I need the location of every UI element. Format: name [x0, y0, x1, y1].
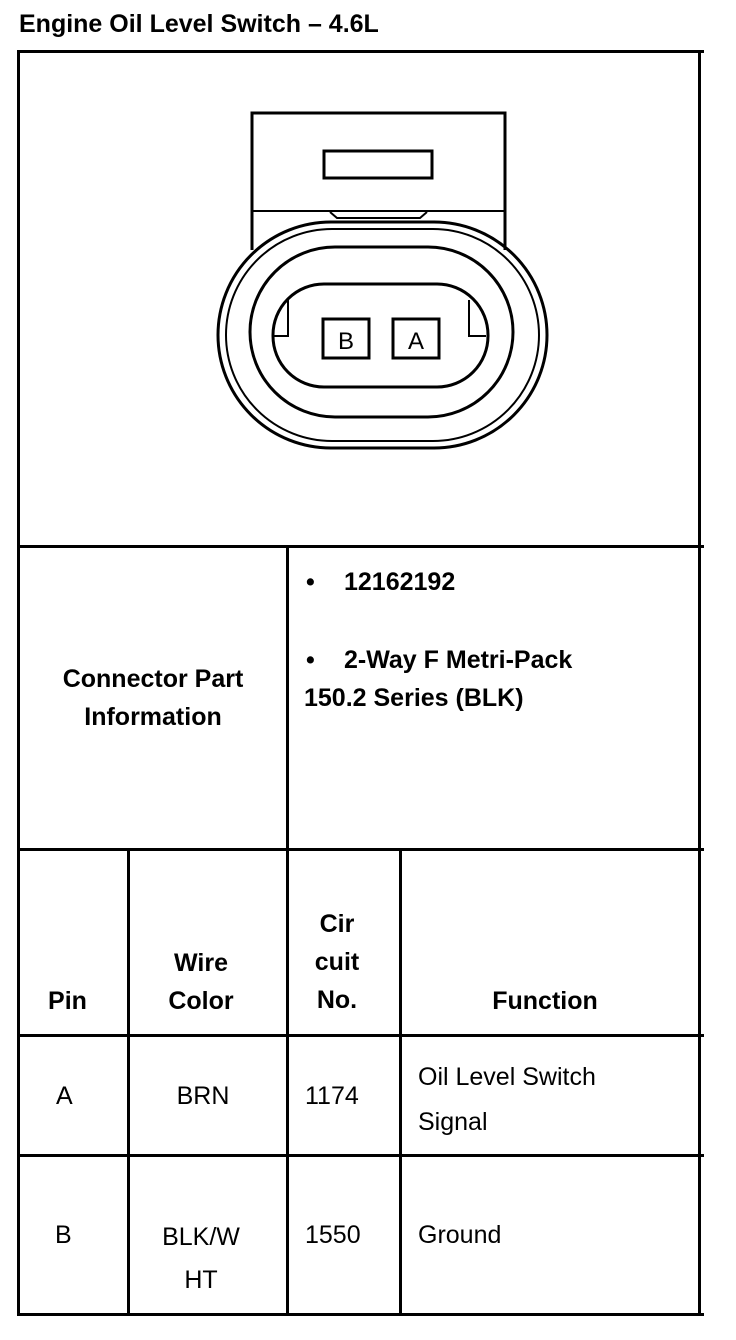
header-circuit: Cir cuit No.: [289, 905, 385, 1019]
row-a-function-line2: Signal: [418, 1108, 488, 1136]
part-description-line1: 2-Way F Metri-Pack: [344, 646, 573, 674]
part-number-bullet: •: [306, 568, 315, 596]
divider-col-pin: [127, 848, 130, 1316]
row-a-pin: A: [56, 1082, 73, 1110]
connector-key-left: [274, 300, 289, 337]
divider-below-drawing: [17, 545, 704, 548]
divider-col-wire: [286, 848, 289, 1316]
header-circuit-line2: cuit: [314, 948, 360, 976]
row-b-function: Ground: [418, 1221, 502, 1249]
row-a-wire-color: BRN: [176, 1082, 230, 1110]
row-b-wire-color-line1: BLK/W: [162, 1223, 240, 1251]
connector-key-right: [468, 300, 486, 337]
row-a-function: Oil Level Switch Signal: [418, 1055, 596, 1145]
pin-b-box: [321, 317, 371, 360]
table-border-top: [17, 50, 704, 53]
header-circuit-line1: Cir: [319, 910, 355, 938]
table-border-right: [698, 50, 701, 1316]
connector-latch-slot: [322, 149, 434, 180]
part-info-label-line2: Information: [84, 703, 222, 731]
row-b-wire-color-line2: HT: [184, 1266, 218, 1294]
divider-col-circuit: [399, 848, 402, 1316]
pin-a-box: [391, 317, 441, 360]
table-border-left: [17, 50, 20, 1316]
connector-inner-rim: [248, 245, 515, 419]
header-wire-color-line2: Color: [168, 987, 234, 1015]
connector-outer-body: [216, 220, 549, 450]
part-info-label-line1: Connector Part: [62, 665, 244, 693]
connector-latch-housing: [250, 111, 507, 250]
row-a-circuit: 1174: [305, 1082, 359, 1110]
divider-part-info-vertical: [286, 545, 289, 851]
row-b-circuit: 1550: [305, 1221, 361, 1249]
header-wire-color: Wire Color: [130, 944, 272, 1020]
row-b-pin: B: [55, 1221, 72, 1249]
divider-below-part-info: [17, 848, 704, 851]
pin-b-label: B: [338, 328, 354, 355]
header-function: Function: [492, 987, 598, 1015]
table-border-bottom: [17, 1313, 704, 1316]
part-info-label: Connector Part Information: [20, 660, 286, 736]
connector-latch-tab: [329, 211, 428, 219]
header-circuit-line3: No.: [316, 986, 358, 1014]
divider-below-row-a: [17, 1154, 704, 1157]
connector-outer-body-inner-edge: [225, 228, 540, 442]
row-a-function-line1: Oil Level Switch: [418, 1063, 596, 1091]
header-pin: Pin: [48, 987, 87, 1015]
part-description-line2: 150.2 Series (BLK): [304, 684, 524, 712]
divider-below-header: [17, 1034, 704, 1037]
header-wire-color-line1: Wire: [174, 949, 228, 977]
part-number: 12162192: [344, 568, 456, 596]
connector-face-drawing: B A: [216, 111, 549, 450]
row-b-wire-color: BLK/W HT: [130, 1216, 272, 1302]
page-title: Engine Oil Level Switch – 4.6L: [19, 10, 379, 38]
pin-a-label: A: [408, 328, 424, 355]
connector-cavity: [271, 282, 490, 389]
part-description-bullet: •: [306, 646, 315, 674]
